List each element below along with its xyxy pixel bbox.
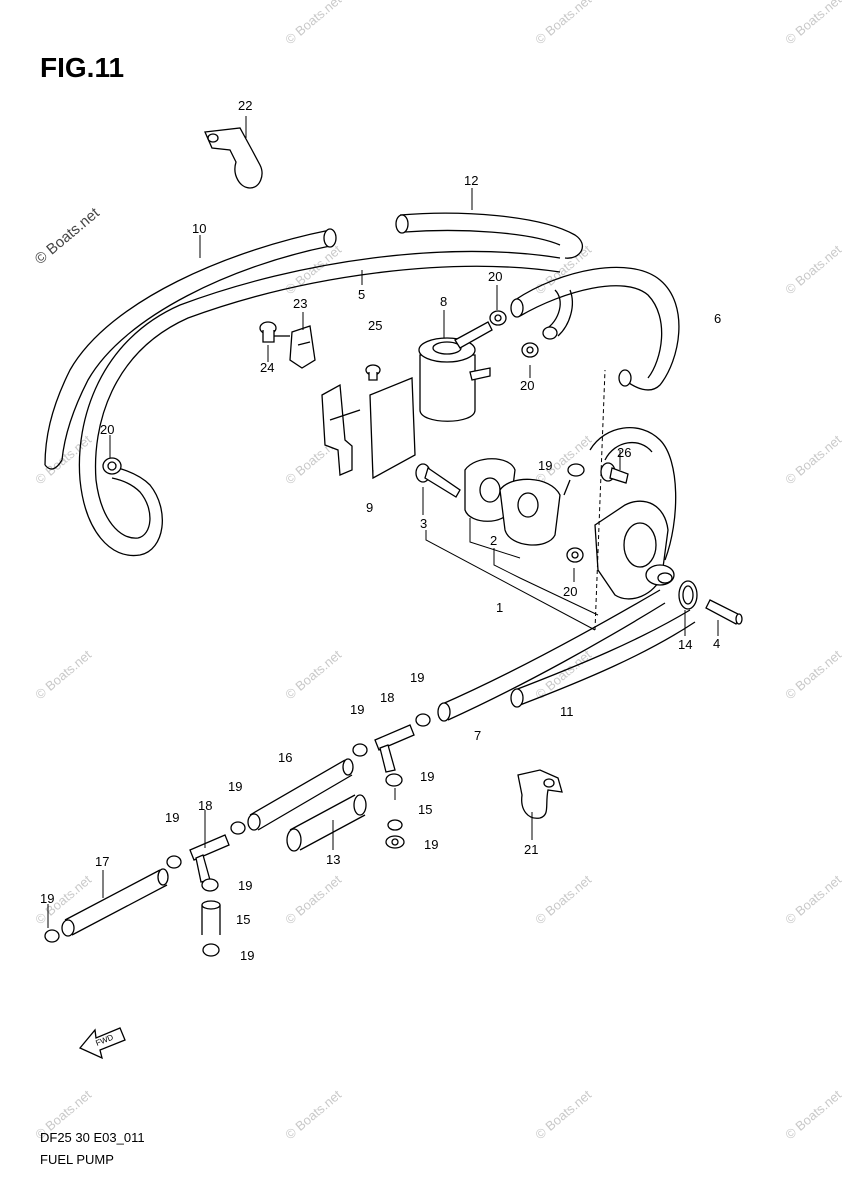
t-joint-18-upper xyxy=(352,713,431,787)
callout-2: 2 xyxy=(490,533,497,548)
callout-13: 13 xyxy=(326,852,340,867)
callout-21: 21 xyxy=(524,842,538,857)
callout-18a: 18 xyxy=(380,690,394,705)
callout-19b: 19 xyxy=(350,702,364,717)
watermark: © Boats.net xyxy=(532,0,594,47)
t-joint-18-lower xyxy=(166,821,246,892)
callout-19g: 19 xyxy=(238,878,252,893)
figure-title: FIG.11 xyxy=(40,52,125,83)
callout-15b: 15 xyxy=(236,912,250,927)
hose-15-center xyxy=(385,819,405,849)
clip-19-pump xyxy=(563,463,585,496)
callout-12: 12 xyxy=(464,173,478,188)
o-ring-14 xyxy=(678,580,698,610)
watermark: © Boats.net xyxy=(782,1087,844,1143)
callout-20d: 20 xyxy=(563,584,577,599)
callouts: 1 2 3 4 5 6 7 8 9 10 11 12 13 14 15 15 1… xyxy=(40,98,721,963)
figure-name: FUEL PUMP xyxy=(40,1152,114,1167)
callout-5: 5 xyxy=(358,287,365,302)
callout-18b: 18 xyxy=(198,798,212,813)
clip-19-left-end xyxy=(44,929,60,943)
pin-4 xyxy=(705,599,743,625)
leader-lines xyxy=(47,116,719,928)
watermark: © Boats.net xyxy=(32,204,104,268)
fuel-filter-8 xyxy=(418,321,493,422)
clip-20-left xyxy=(102,457,122,475)
callout-26: 26 xyxy=(617,445,631,460)
callout-19a: 19 xyxy=(410,670,424,685)
callout-11: 11 xyxy=(560,704,574,719)
callout-25: 25 xyxy=(368,318,382,333)
callout-19d: 19 xyxy=(424,837,438,852)
clip-20-filter-top xyxy=(489,310,507,326)
callout-20c: 20 xyxy=(100,422,114,437)
clamp-21 xyxy=(517,769,563,819)
watermark: © Boats.net xyxy=(532,1087,594,1143)
watermark: © Boats.net xyxy=(782,872,844,928)
hose-10 xyxy=(44,228,337,470)
hose-7 xyxy=(437,589,666,722)
callout-19f: 19 xyxy=(165,810,179,825)
callout-17: 17 xyxy=(95,854,109,869)
watermark: © Boats.net xyxy=(782,647,844,703)
callout-10: 10 xyxy=(192,221,206,236)
clip-20-filter-right xyxy=(521,342,539,358)
bolt-3 xyxy=(415,463,461,498)
watermark: © Boats.net xyxy=(282,872,344,928)
watermark: © Boats.net xyxy=(532,872,594,928)
bracket-9 xyxy=(321,364,416,480)
bolt-24 xyxy=(259,321,290,343)
callout-4: 4 xyxy=(713,636,720,651)
callout-23: 23 xyxy=(293,296,307,311)
hose-15-lower xyxy=(201,900,221,957)
callout-14: 14 xyxy=(678,637,692,652)
bolt-26 xyxy=(600,462,629,484)
watermark: © Boats.net xyxy=(32,647,94,703)
hose-6 xyxy=(510,266,680,391)
callout-22: 22 xyxy=(238,98,252,113)
callout-19i: 19 xyxy=(240,948,254,963)
fuel-pump-1 xyxy=(589,427,677,600)
watermark: © Boats.net xyxy=(282,1087,344,1143)
callout-9: 9 xyxy=(366,500,373,515)
hose-17 xyxy=(61,868,169,937)
callout-8: 8 xyxy=(440,294,447,309)
hose-5 xyxy=(78,250,561,557)
gasket-2 xyxy=(464,458,561,546)
callout-7: 7 xyxy=(474,728,481,743)
watermark: © Boats.net xyxy=(782,0,844,47)
callout-15a: 15 xyxy=(418,802,432,817)
hose-13 xyxy=(286,794,367,852)
watermark: © Boats.net xyxy=(782,242,844,298)
callout-3: 3 xyxy=(420,516,427,531)
callout-24: 24 xyxy=(260,360,274,375)
callout-19e: 19 xyxy=(228,779,242,794)
fwd-arrow-icon: FWD xyxy=(78,1027,126,1060)
callout-1: 1 xyxy=(496,600,503,615)
callout-20b: 20 xyxy=(520,378,534,393)
clip-20-pump xyxy=(566,547,584,563)
clamp-23 xyxy=(289,325,316,369)
callout-19j: 19 xyxy=(538,458,552,473)
watermark: © Boats.net xyxy=(782,432,844,488)
callout-19h: 19 xyxy=(40,891,54,906)
callout-19c: 19 xyxy=(420,769,434,784)
hose-11 xyxy=(510,609,696,708)
clamp-22 xyxy=(204,127,263,189)
watermark: © Boats.net xyxy=(32,432,94,488)
watermark: © Boats.net xyxy=(282,647,344,703)
watermark: © Boats.net xyxy=(282,0,344,47)
watermarks: © Boats.net © Boats.net © Boats.net © Bo… xyxy=(32,0,845,1142)
callout-20a: 20 xyxy=(488,269,502,284)
figure-code: DF25 30 E03_011 xyxy=(40,1130,145,1145)
callout-16: 16 xyxy=(278,750,292,765)
callout-6: 6 xyxy=(714,311,721,326)
hose-16 xyxy=(247,758,354,831)
